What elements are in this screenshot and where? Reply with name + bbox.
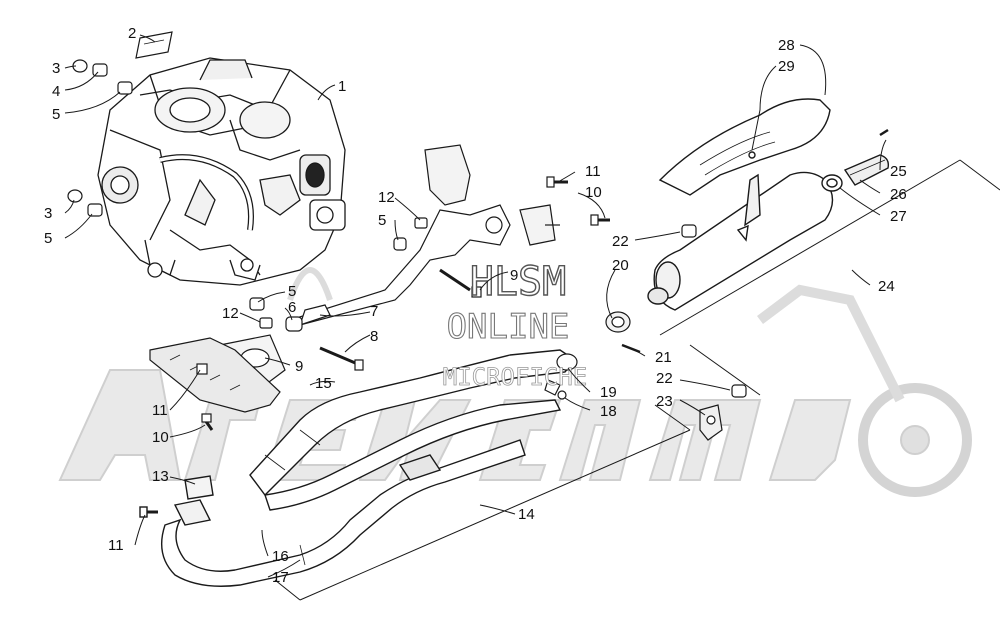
callout-9: 9 bbox=[510, 267, 518, 284]
callout-3: 3 bbox=[52, 60, 60, 77]
callout-13: 13 bbox=[152, 468, 169, 485]
callout-8: 8 bbox=[370, 328, 378, 345]
callout-25: 25 bbox=[890, 163, 907, 180]
exhaust-clamps-gaskets bbox=[544, 224, 747, 441]
exhaust-header-pipes bbox=[139, 349, 691, 601]
muffler-assembly bbox=[647, 98, 1000, 396]
callout-28: 28 bbox=[778, 37, 795, 54]
callout-11: 11 bbox=[152, 402, 168, 419]
callout-11: 11 bbox=[585, 163, 601, 180]
callout-12: 12 bbox=[378, 189, 395, 206]
callout-18: 18 bbox=[600, 403, 617, 420]
callout-10: 10 bbox=[585, 184, 602, 201]
callout-3: 3 bbox=[44, 205, 52, 222]
callout-12: 12 bbox=[222, 305, 239, 322]
callout-5: 5 bbox=[288, 283, 296, 300]
exhaust-brackets bbox=[149, 144, 610, 431]
watermark-online: ONLINE bbox=[447, 307, 570, 347]
watermark-microfiche: MICROFICHE bbox=[443, 363, 588, 391]
callout-16: 16 bbox=[272, 548, 289, 565]
callout-2: 2 bbox=[128, 25, 136, 42]
callout-10: 10 bbox=[152, 429, 169, 446]
engine-mount-fasteners bbox=[67, 31, 173, 217]
callout-5: 5 bbox=[52, 106, 60, 123]
watermark-hlsm: HLSM bbox=[470, 259, 566, 305]
callout-27: 27 bbox=[890, 208, 907, 225]
callout-7: 7 bbox=[370, 303, 378, 320]
callout-6: 6 bbox=[288, 299, 296, 316]
callout-9: 9 bbox=[295, 358, 303, 375]
callout-19: 19 bbox=[600, 384, 617, 401]
callout-22: 22 bbox=[656, 370, 673, 387]
callout-29: 29 bbox=[778, 58, 795, 75]
callout-20: 20 bbox=[612, 257, 629, 274]
callout-11: 11 bbox=[108, 537, 124, 554]
callout-14: 14 bbox=[518, 506, 535, 523]
callout-23: 23 bbox=[656, 393, 673, 410]
callout-26: 26 bbox=[890, 186, 907, 203]
callout-17: 17 bbox=[272, 569, 289, 586]
callout-15: 15 bbox=[315, 375, 332, 392]
callout-labels: 1 2 3 4 5 3 5 5 6 7 8 9 9 10 11 12 5 12 … bbox=[44, 25, 907, 586]
engine-assembly bbox=[97, 57, 346, 286]
callout-21: 21 bbox=[655, 349, 672, 366]
leader-lines bbox=[64, 34, 887, 578]
callout-24: 24 bbox=[878, 278, 895, 295]
callout-5: 5 bbox=[378, 212, 386, 229]
callout-4: 4 bbox=[52, 83, 60, 100]
hlsm-watermark: HLSM ONLINE MICROFICHE bbox=[442, 258, 588, 391]
callout-22: 22 bbox=[612, 233, 629, 250]
callout-5: 5 bbox=[44, 230, 52, 247]
callout-1: 1 bbox=[338, 78, 346, 95]
